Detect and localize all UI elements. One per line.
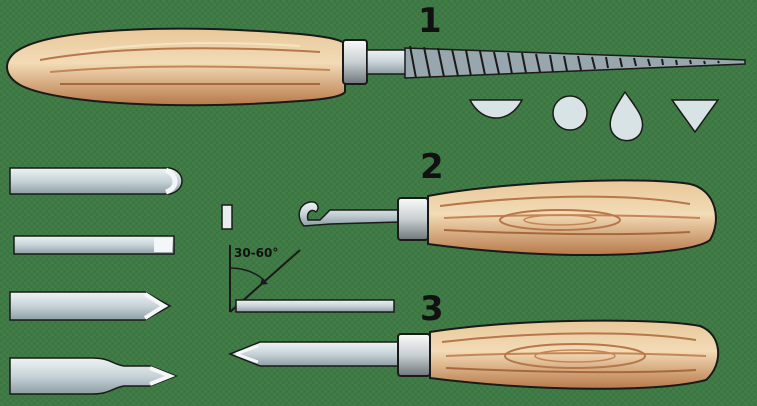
teardrop-profile xyxy=(609,90,644,142)
tool-3-handle xyxy=(429,319,720,390)
tool-1-reamer xyxy=(6,27,746,107)
blade-examples xyxy=(9,167,183,395)
tool-2-number: 2 xyxy=(420,147,444,187)
round-profile xyxy=(552,95,588,131)
blade-thickness-section xyxy=(221,204,233,230)
cross-section-profiles xyxy=(468,90,720,142)
tool-1-ferrule xyxy=(342,39,368,85)
blade-skew-tip xyxy=(9,291,172,321)
tool-1-number: 1 xyxy=(418,1,442,41)
tool-3-chisel xyxy=(227,319,720,390)
tool-2-hook-knife xyxy=(298,179,717,257)
angle-annotation: 30-60° xyxy=(234,246,279,260)
tool-3-number: 3 xyxy=(420,289,444,329)
blade-rounded-tip xyxy=(9,167,183,195)
tool-1-spiral-blade xyxy=(404,45,746,79)
tool-2-hook-blade xyxy=(298,201,401,227)
tool-2-handle xyxy=(427,179,717,257)
blade-diamond-tip xyxy=(9,357,179,395)
tool-1-shank xyxy=(366,49,408,75)
tool-2-ferrule xyxy=(397,197,429,241)
flat-blade-strip xyxy=(235,299,395,313)
half-round-profile xyxy=(468,99,524,119)
angle-diagram xyxy=(229,245,395,313)
tool-3-ferrule xyxy=(397,333,431,377)
triangle-profile xyxy=(670,99,720,134)
blade-square-tip xyxy=(13,235,175,255)
tool-1-handle xyxy=(6,27,346,107)
